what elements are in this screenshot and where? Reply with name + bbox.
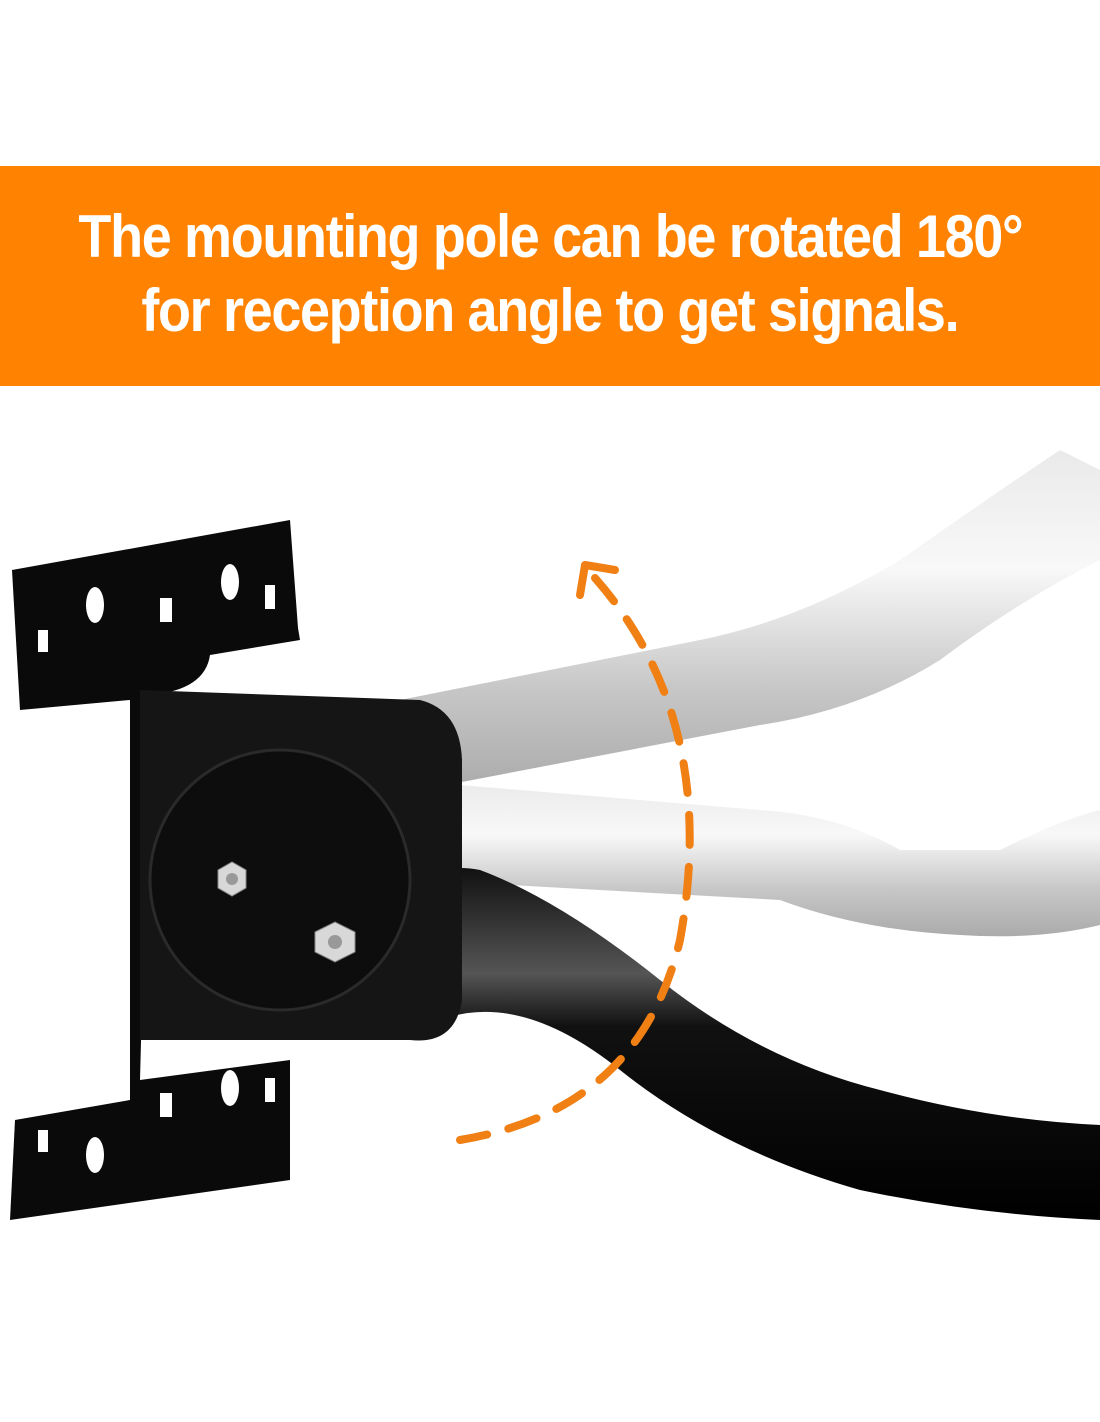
mounting-pole-raised xyxy=(400,450,1100,790)
caption-line-2: for reception angle to get signals. xyxy=(0,276,1100,345)
wall-bracket xyxy=(10,520,462,1220)
caption-line-1: The mounting pole can be rotated 180° xyxy=(0,202,1100,271)
mounting-pole-middle xyxy=(400,780,1100,937)
caption-banner xyxy=(0,166,1100,386)
caption-line-2-text: for reception angle to get signals. xyxy=(141,277,960,344)
nut xyxy=(217,861,356,963)
mounting-pole-black xyxy=(400,868,1100,1220)
product-illustration xyxy=(10,450,1100,1220)
rotation-arrow-icon xyxy=(456,561,694,1144)
caption-line-1-text: The mounting pole can be rotated 180° xyxy=(78,203,1023,270)
